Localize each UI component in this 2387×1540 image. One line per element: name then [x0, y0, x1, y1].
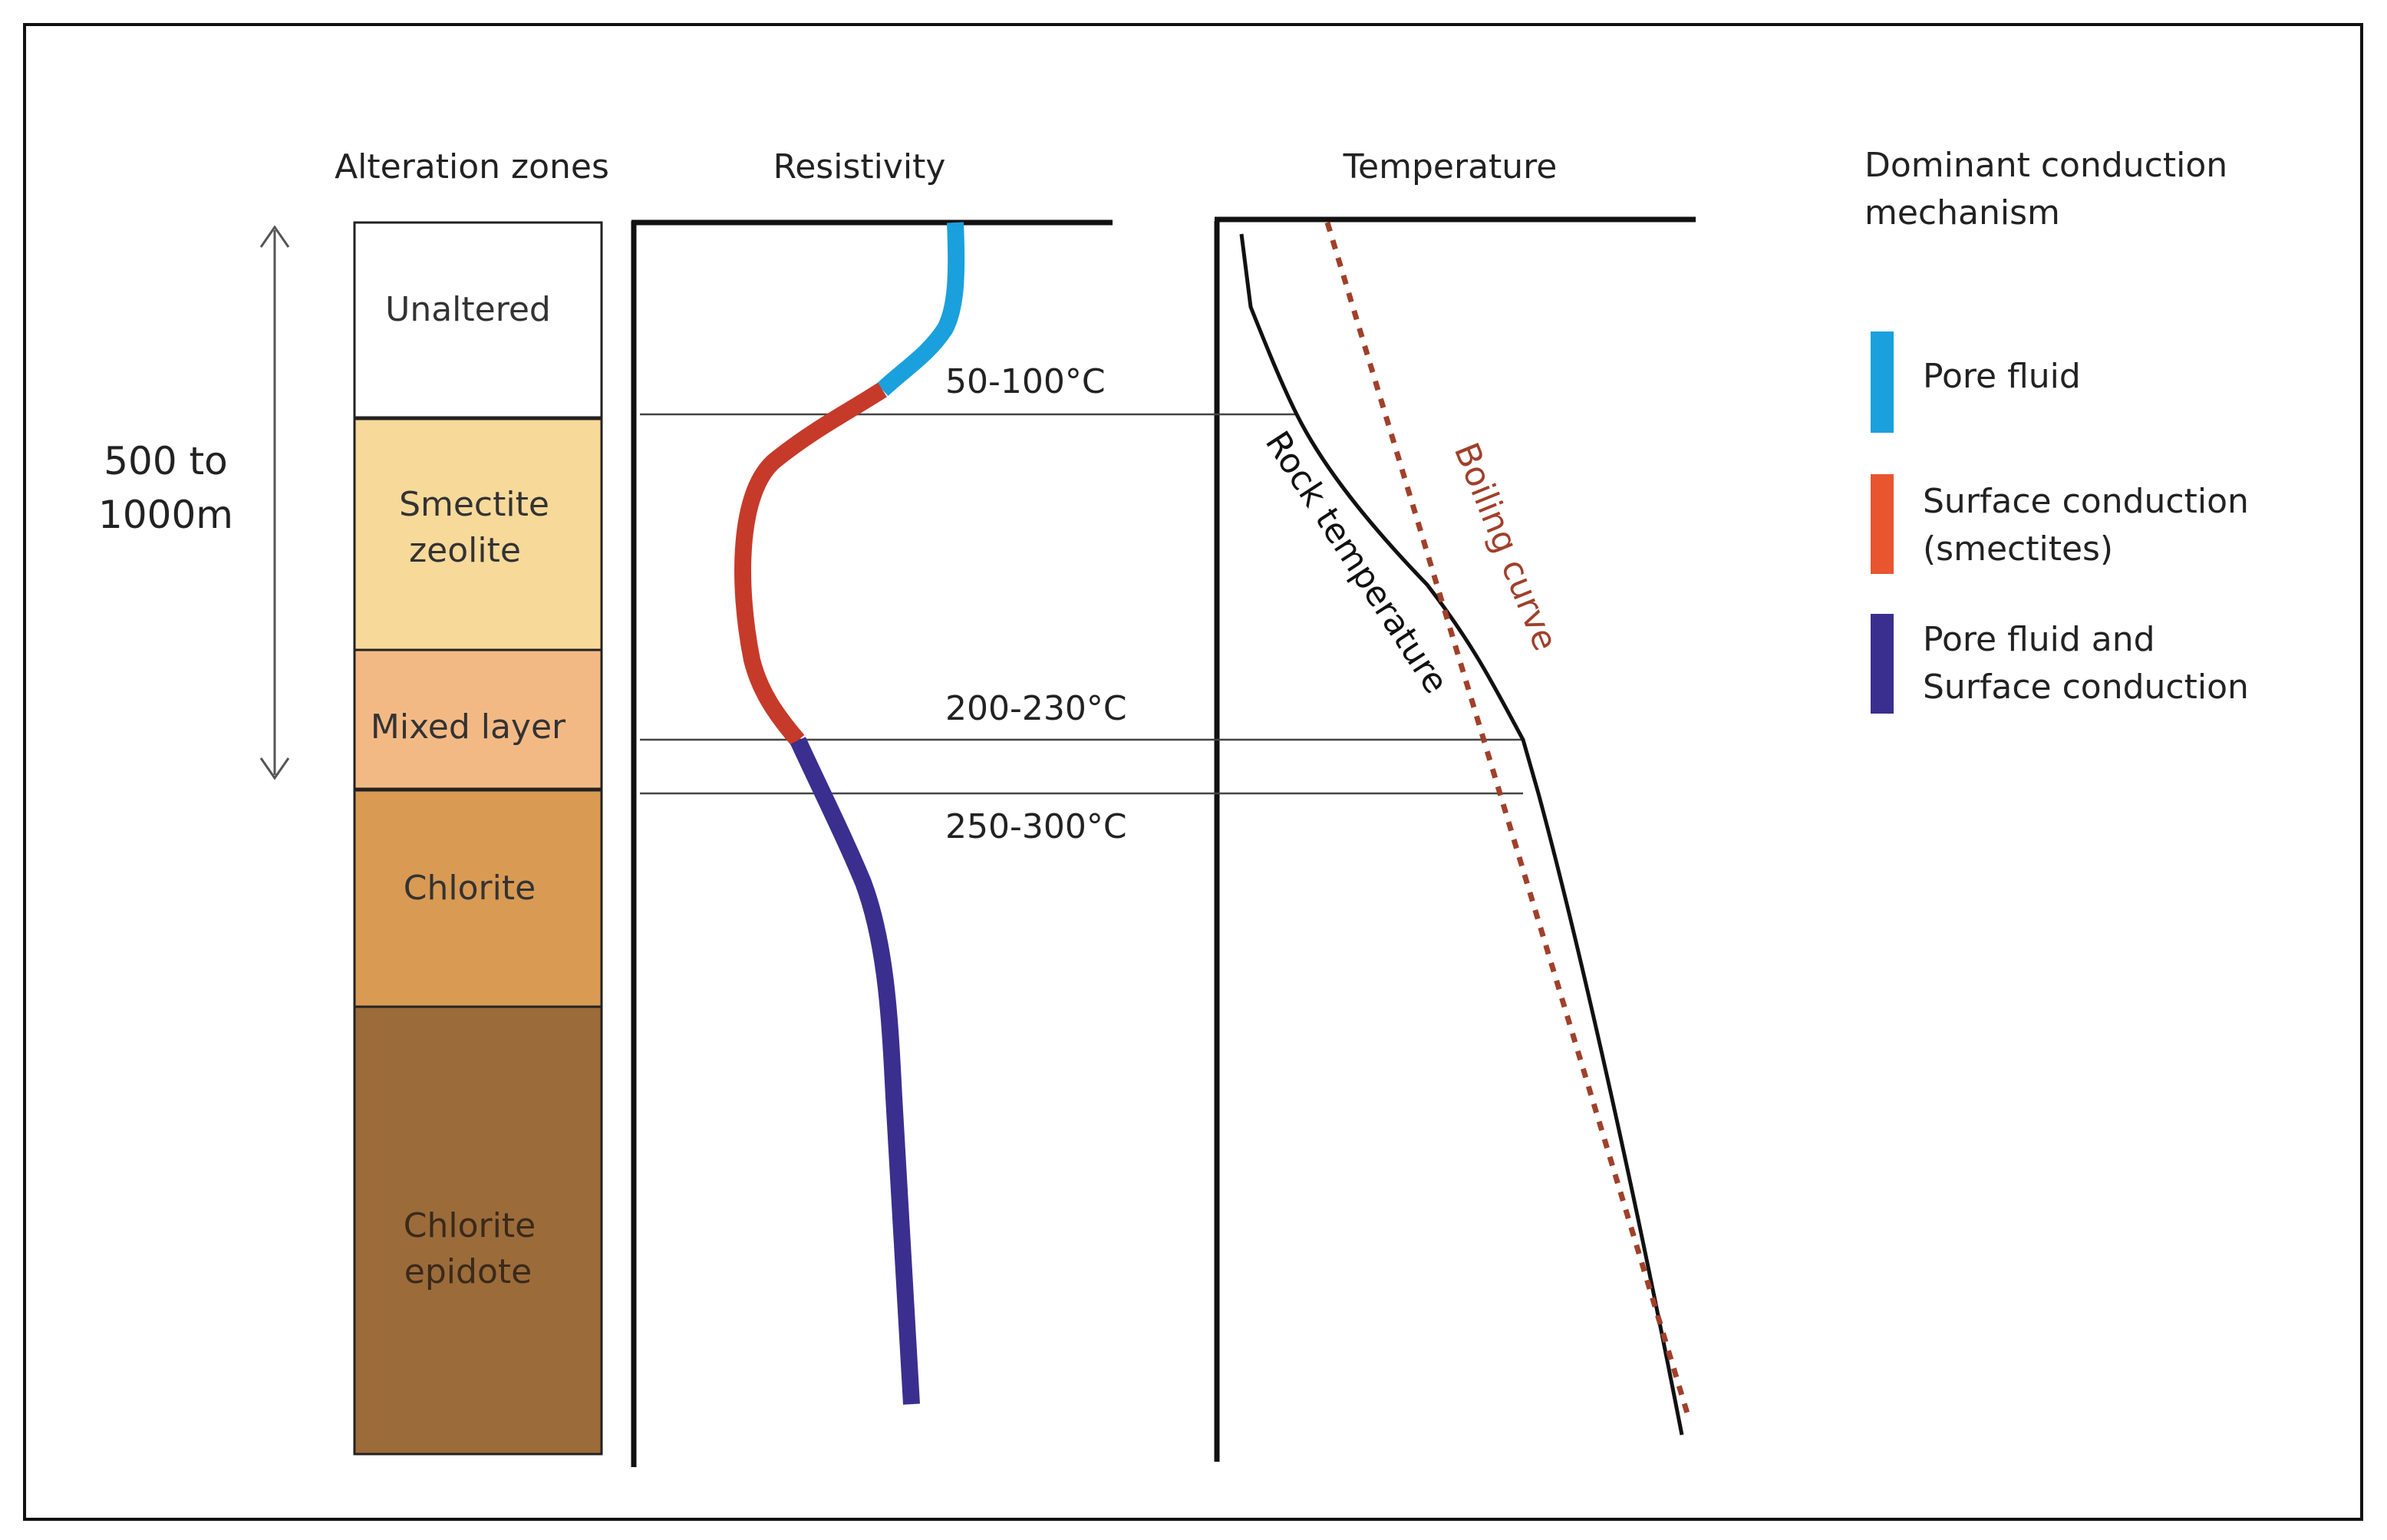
- zone-smectite-zeolite: [353, 417, 603, 651]
- legend: Pore fluid Surface conduction (smectites…: [1871, 331, 2249, 714]
- zone-chlorite: [353, 788, 603, 1008]
- legend-label-pore-fluid: Pore fluid: [1923, 357, 2081, 396]
- legend-label-combined-line1: Pore fluid and: [1923, 620, 2155, 659]
- rock-temperature-label: Rock temperature: [1258, 424, 1456, 701]
- isotherm-label-250-300: 250-300°C: [945, 807, 1127, 846]
- zone-label-chlorite: Chlorite: [404, 869, 536, 908]
- resistivity-curve-pore-fluid: [876, 222, 965, 397]
- zone-mixed-layer: [353, 648, 603, 791]
- isotherm-label-200-230: 200-230°C: [945, 689, 1127, 728]
- legend-label-surface-conduction-line2: (smectites): [1923, 529, 2113, 569]
- temperature-axes: [1214, 216, 1696, 1462]
- alteration-zone-column: Unaltered Smectite zeolite Mixed layer C…: [353, 221, 603, 1456]
- legend-swatch-pore-fluid: [1871, 331, 1894, 433]
- header-resistivity: Resistivity: [773, 147, 946, 186]
- zone-label-smectite-line1: Smectite: [399, 485, 549, 524]
- legend-label-surface-conduction-line1: Surface conduction: [1923, 482, 2249, 521]
- zone-label-chlorite-epidote-line2: epidote: [404, 1252, 532, 1291]
- header-alteration-zones: Alteration zones: [335, 147, 609, 186]
- zone-label-mixed-layer: Mixed layer: [371, 707, 566, 747]
- header-temperature: Temperature: [1343, 147, 1558, 186]
- zone-label-unaltered: Unaltered: [385, 290, 551, 329]
- resistivity-curve-combined: [790, 737, 920, 1405]
- depth-label-line2: 1000m: [98, 493, 233, 537]
- depth-label-line1: 500 to: [104, 439, 228, 483]
- boiling-curve-label: Boiling curve: [1446, 437, 1565, 656]
- zone-label-smectite-line2: zeolite: [409, 531, 521, 570]
- header-mechanism-line1: Dominant conduction: [1864, 146, 2227, 185]
- rock-temperature-curve: [1239, 233, 1684, 1436]
- zone-chlorite-epidote: [353, 1005, 603, 1456]
- outer-frame: [23, 23, 2363, 1521]
- legend-swatch-pore-fluid-and-surface: [1871, 614, 1894, 714]
- zone-label-chlorite-epidote-line1: Chlorite: [404, 1206, 536, 1245]
- zone-unaltered: [353, 221, 603, 420]
- depth-arrow: [259, 225, 290, 780]
- legend-label-combined-line2: Surface conduction: [1923, 668, 2249, 707]
- legend-swatch-surface-conduction: [1871, 474, 1894, 574]
- resistivity-curve-surface-conduction: [734, 382, 887, 747]
- resistivity-axes: [631, 219, 1113, 1467]
- boiling-curve: [1324, 221, 1691, 1417]
- header-mechanism-line2: mechanism: [1864, 193, 2060, 232]
- isotherm-label-50-100: 50-100°C: [945, 362, 1106, 401]
